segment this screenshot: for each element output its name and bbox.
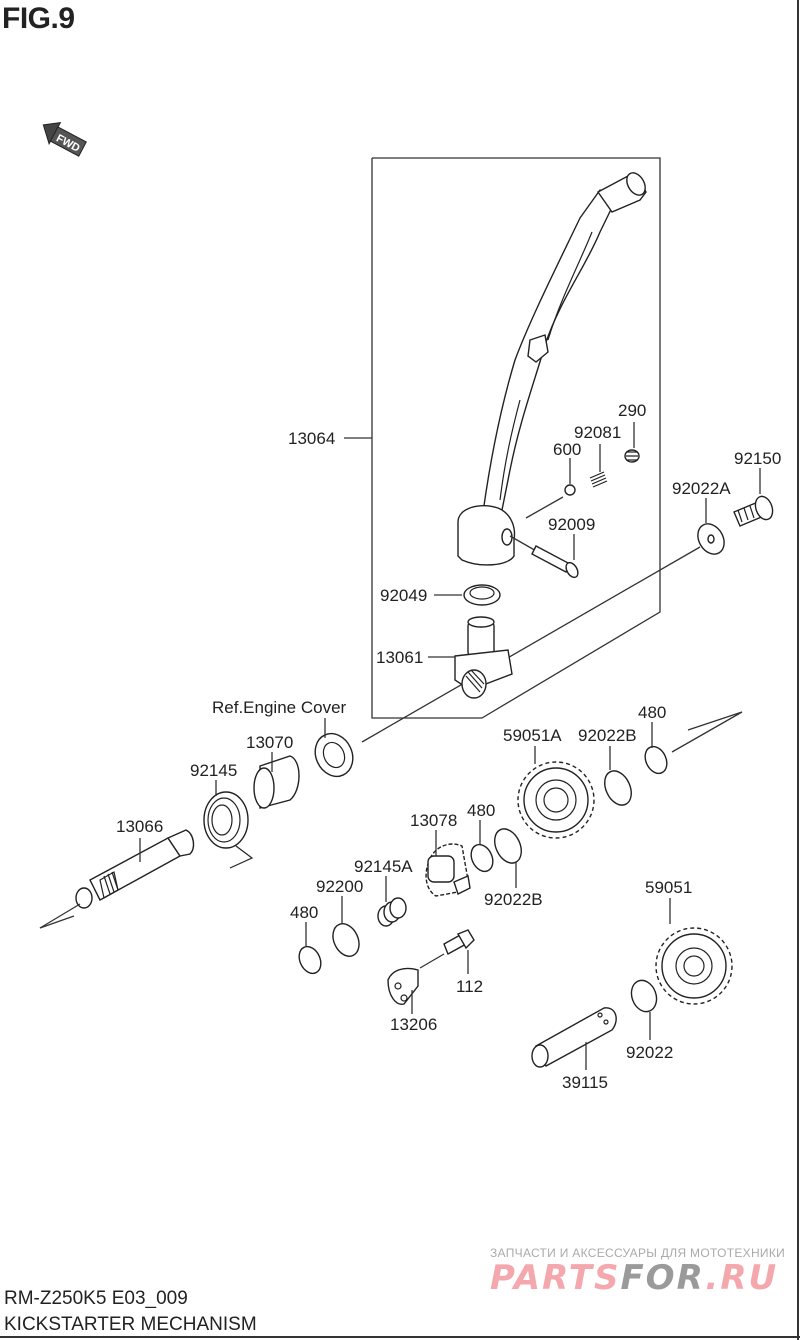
label-13070: 13070 bbox=[246, 733, 293, 752]
watermark-logo-parts: PARTS bbox=[490, 1258, 621, 1298]
part-39115-shaft bbox=[531, 1007, 617, 1068]
label-13064: 13064 bbox=[288, 429, 335, 448]
part-92200-washer bbox=[332, 923, 360, 957]
part-59051-gear bbox=[655, 927, 733, 1005]
label-92049: 92049 bbox=[380, 586, 427, 605]
label-92145A: 92145A bbox=[354, 857, 413, 876]
part-112-bolt bbox=[443, 929, 475, 955]
watermark-tagline: ЗАПЧАСТИ И АКСЕССУАРЫ ДЛЯ МОТОТЕХНИКИ bbox=[490, 1246, 786, 1260]
watermark-logo-for: FOR bbox=[620, 1258, 706, 1298]
part-92145-spring bbox=[203, 791, 254, 869]
part-92081-spring bbox=[589, 471, 608, 488]
label-13078: 13078 bbox=[410, 811, 457, 830]
leader-600-to-lever bbox=[525, 496, 564, 519]
label-59051A: 59051A bbox=[503, 726, 562, 745]
label-92009: 92009 bbox=[548, 515, 595, 534]
part-480-circlip-top bbox=[644, 745, 668, 775]
assembly-bracket bbox=[371, 157, 661, 719]
fwd-label: FWD bbox=[54, 132, 82, 154]
part-480-circlip-low bbox=[298, 945, 322, 975]
part-13078-kick-gear bbox=[425, 843, 471, 897]
part-92150-bolt bbox=[733, 495, 774, 527]
label-92022B-mid: 92022B bbox=[484, 890, 543, 909]
part-92022A-washer bbox=[697, 523, 725, 555]
label-92081: 92081 bbox=[574, 423, 621, 442]
kick-lever bbox=[457, 172, 647, 566]
label-92150: 92150 bbox=[734, 449, 781, 468]
label-13066: 13066 bbox=[116, 817, 163, 836]
label-39115: 39115 bbox=[562, 1073, 608, 1092]
part-13206-kick-guide bbox=[387, 967, 419, 1005]
watermark-logo: PARTSFOR.RU bbox=[490, 1258, 778, 1298]
part-92022B-washer-mid bbox=[494, 828, 522, 864]
part-13070-collar bbox=[253, 755, 300, 809]
part-92022B-washer-top bbox=[604, 770, 632, 806]
shaft-axis-line-upper bbox=[361, 546, 701, 743]
label-59051: 59051 bbox=[645, 878, 692, 897]
leader-112-to-13206 bbox=[419, 953, 445, 969]
part-92049-seal bbox=[463, 584, 501, 606]
label-480-top: 480 bbox=[638, 703, 666, 722]
label-92022A: 92022A bbox=[672, 479, 731, 498]
part-59051A-gear bbox=[517, 761, 595, 839]
label-ref-engine-cover: Ref.Engine Cover bbox=[212, 698, 347, 717]
model-code: RM-Z250K5 E03_009 bbox=[4, 1288, 188, 1309]
label-600: 600 bbox=[553, 440, 581, 459]
part-engine-cover-seal bbox=[314, 732, 354, 778]
fwd-arrow-icon: FWD bbox=[42, 121, 87, 157]
part-92009-bolt bbox=[509, 535, 579, 579]
right-border bbox=[797, 0, 799, 1340]
label-290: 290 bbox=[618, 401, 646, 420]
label-92145: 92145 bbox=[190, 761, 237, 780]
part-290-setscrew bbox=[624, 449, 640, 463]
part-92145A-spring bbox=[377, 897, 407, 927]
part-13066-kick-shaft bbox=[39, 829, 195, 929]
watermark-logo-ru: .RU bbox=[705, 1258, 779, 1298]
part-92022-washer bbox=[630, 979, 658, 1013]
label-92022B-top: 92022B bbox=[578, 726, 637, 745]
part-480-circlip-mid bbox=[470, 843, 494, 873]
shaft-axis-line-right bbox=[671, 711, 743, 753]
label-480-low: 480 bbox=[290, 903, 318, 922]
label-13206: 13206 bbox=[390, 1015, 437, 1034]
part-13061-shaft-holder bbox=[454, 616, 513, 699]
label-92200: 92200 bbox=[316, 877, 363, 896]
bottom-border bbox=[0, 1336, 800, 1338]
part-600-ball bbox=[564, 484, 576, 496]
label-112: 112 bbox=[456, 977, 483, 996]
label-92022: 92022 bbox=[626, 1043, 673, 1062]
figure-title: FIG.9 bbox=[2, 2, 75, 35]
label-480-mid: 480 bbox=[467, 801, 495, 820]
shaft-axis-arrow bbox=[687, 711, 743, 731]
label-13061: 13061 bbox=[376, 648, 423, 667]
section-name: KICKSTARTER MECHANISM bbox=[4, 1314, 257, 1335]
